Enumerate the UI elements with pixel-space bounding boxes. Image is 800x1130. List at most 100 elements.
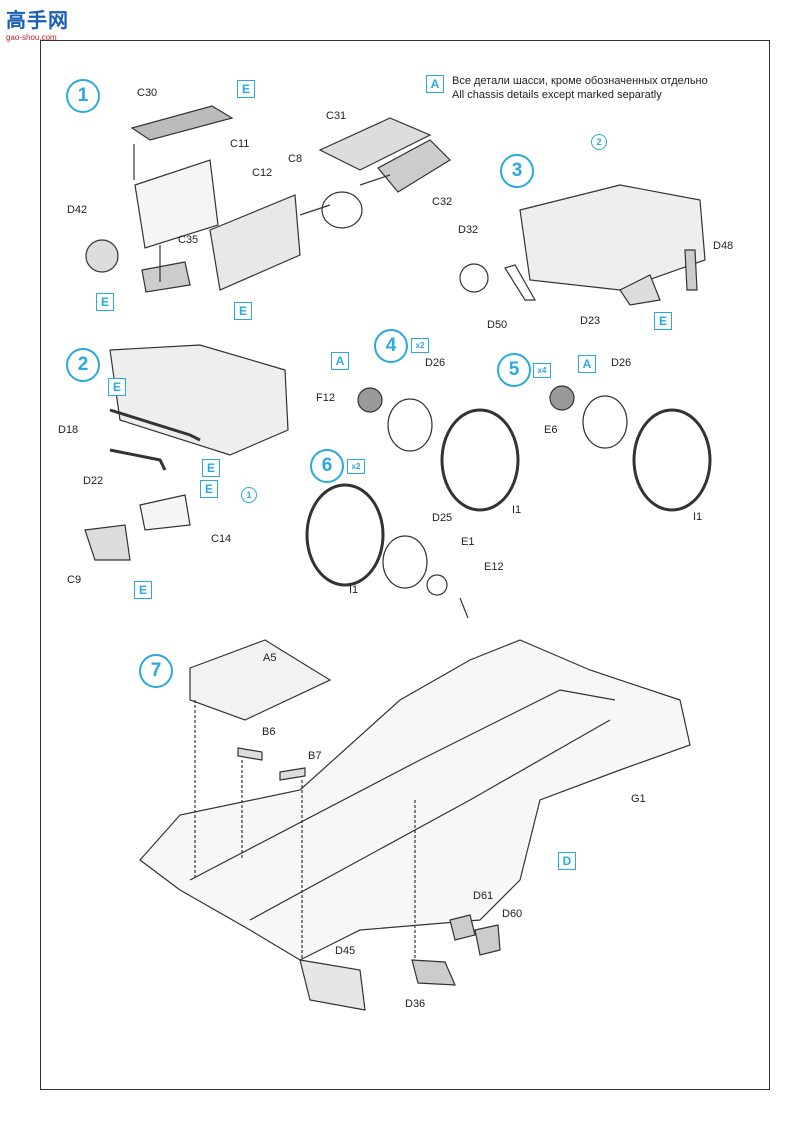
marker-e-step2: E [108,378,126,396]
engine-assembly-3 [519,184,706,291]
marker-e-c12: E [234,302,252,320]
label-d26-b: D26 [611,357,632,369]
label-d61: D61 [473,890,494,902]
d60-part [474,924,501,956]
c11-part [134,159,219,249]
marker-e-d22: E [202,459,220,477]
marker-e-c30: E [237,80,255,98]
step-5-badge: 5 [497,353,531,387]
label-a5: A5 [263,652,277,664]
d32-fan [459,263,489,293]
step-4-badge: 4 [374,329,408,363]
step-1-badge: 1 [66,79,100,113]
label-c32: C32 [432,196,453,208]
label-d60: D60 [502,908,523,920]
chassis-rail-2 [249,719,611,921]
label-i1-a: I1 [512,504,522,516]
instruction-sheet-frame [40,40,770,1090]
label-d50: D50 [487,319,508,331]
engine-assembly-2 [109,344,289,456]
label-e6: E6 [544,424,558,436]
d26-rim-a [387,398,433,452]
c9-part [84,524,131,561]
label-d25: D25 [432,512,453,524]
label-d32: D32 [458,224,479,236]
label-g1: G1 [631,793,646,805]
marker-e-c14: E [200,480,218,498]
marker-e-d23: E [654,312,672,330]
ref-step-1-marker: 1 [241,487,257,503]
label-c14: C14 [211,533,232,545]
d26-rim-b [582,395,628,449]
c30-plate [130,105,234,141]
c12-block [209,194,301,291]
d36-part [411,959,456,986]
label-e1: E1 [461,536,475,548]
d50-belt [504,264,537,301]
d18-pipe [109,408,201,442]
label-c30: C30 [137,87,158,99]
label-c9: C9 [67,574,82,586]
marker-e-d42: E [96,293,114,311]
e1-disc [426,574,448,596]
label-d22: D22 [83,475,104,487]
d42-gear [85,239,119,273]
marker-a-step4: A [331,352,349,370]
site-logo: 高手网 gao-shou.com [6,4,69,42]
label-d18: D18 [58,424,79,436]
label-b7: B7 [308,750,322,762]
marker-a-step5: A [578,355,596,373]
e12-bolt [459,597,469,619]
step-5-multiplier: x4 [533,363,551,378]
d61-part [449,914,476,941]
c32-part [377,139,451,193]
c35-tray [141,261,191,293]
step-4-multiplier: x2 [411,338,429,353]
ref-step-2-marker: 2 [591,134,607,150]
step-3-badge: 3 [500,154,534,188]
label-d36: D36 [405,998,426,1010]
label-d42: D42 [67,204,88,216]
d45-part [299,959,366,1011]
marker-a-note: A [426,75,444,93]
label-e12: E12 [484,561,504,573]
chassis-rail [189,689,616,881]
label-i1-b: I1 [693,511,703,523]
chassis-note: Все детали шасси, кроме обозначенных отд… [452,74,708,102]
c14-part [139,494,191,531]
c31-part [318,117,432,171]
label-c8: C8 [288,153,303,165]
label-c11: C11 [230,138,250,150]
d48-part [684,249,698,291]
label-f12: F12 [316,392,335,404]
e6-hub [549,385,575,411]
a5-part [189,639,332,721]
marker-e-c9: E [134,581,152,599]
label-c12: C12 [252,167,273,179]
label-b6: B6 [262,726,276,738]
note-line-en: All chassis details except marked separa… [452,89,662,101]
d22-part [109,448,167,471]
step-6-badge: 6 [310,449,344,483]
label-d23: D23 [580,315,601,327]
label-c31: C31 [326,110,347,122]
step-2-badge: 2 [66,348,100,382]
label-d45: D45 [335,945,356,957]
marker-d-step7: D [558,852,576,870]
step-6-multiplier: x2 [347,459,365,474]
label-c35: C35 [178,234,199,246]
step-7-badge: 7 [139,654,173,688]
d23-part [619,274,661,306]
logo-text: 高手网 [6,10,69,32]
b7-part [279,767,306,781]
i1-tire-a [440,408,520,512]
b6-part [237,747,263,761]
f12-hub [357,387,383,413]
label-d48: D48 [713,240,734,252]
note-line-ru: Все детали шасси, кроме обозначенных отд… [452,75,708,87]
d25-rim [382,535,428,589]
label-d26-a: D26 [425,357,446,369]
i1-tire-b [632,408,712,512]
logo-url: gao-shou.com [6,33,57,42]
